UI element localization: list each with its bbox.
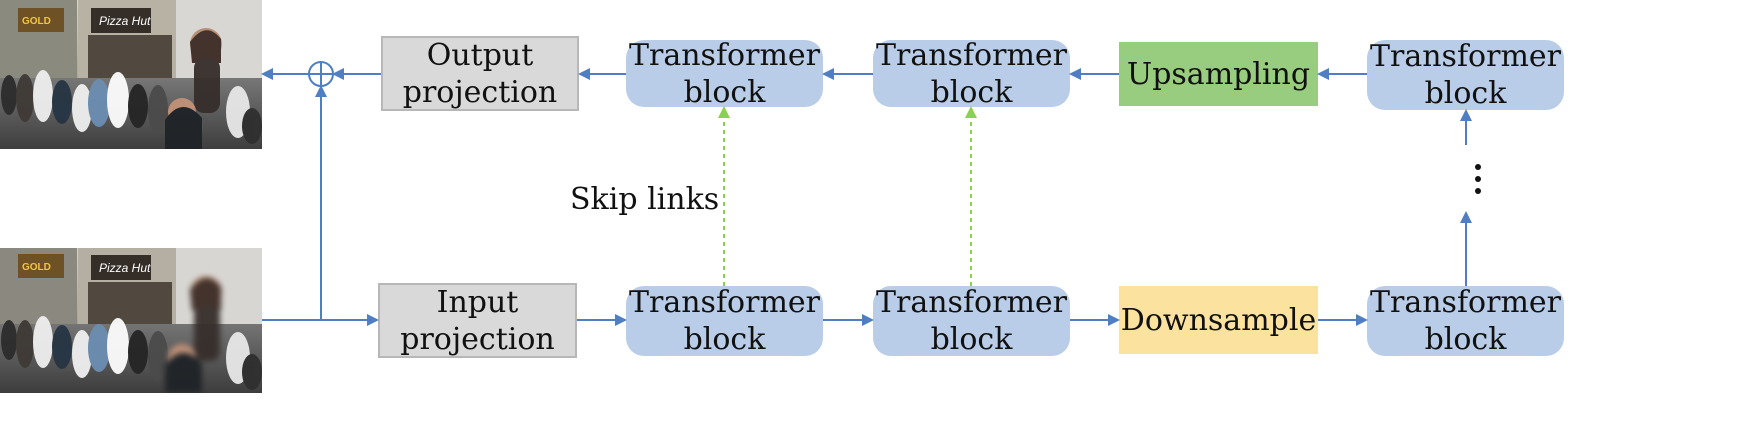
pizza-hut-sign-top: Pizza Hut: [99, 14, 151, 28]
input-projection-block: Input projection: [378, 283, 577, 358]
residual-sum-circle: [308, 61, 334, 87]
transformer-block-bottom-1: Transformer block: [626, 285, 823, 357]
transformer-block-bottom-3: Transformer block: [1367, 285, 1564, 357]
transformer-block-top-3: Transformer block: [1367, 39, 1564, 111]
transformer-block-top-2: Transformer block: [873, 38, 1070, 110]
output-photo-street-scene: GOLD Pizza Hut: [0, 0, 262, 149]
input-photo-street-scene: GOLD Pizza Hut: [0, 248, 262, 393]
pizza-hut-sign-bottom: Pizza Hut: [99, 261, 151, 275]
left-store-sign-bottom: GOLD: [22, 262, 51, 273]
ellipsis-dot-3: [1475, 188, 1481, 194]
output-restored-photo: GOLD Pizza Hut: [0, 0, 262, 149]
downsample-block: Downsample: [1119, 286, 1318, 354]
transformer-block-bottom-2: Transformer block: [873, 285, 1070, 357]
upsampling-block: Upsampling: [1119, 42, 1318, 106]
ellipsis-dot-2: [1475, 176, 1481, 182]
ellipsis-dot-1: [1475, 164, 1481, 170]
transformer-block-top-1: Transformer block: [626, 38, 823, 110]
input-blurred-photo: GOLD Pizza Hut: [0, 248, 262, 393]
output-projection-block: Output projection: [381, 36, 579, 111]
left-store-sign-top: GOLD: [22, 16, 51, 27]
skip-links-label: Skip links: [570, 182, 720, 217]
